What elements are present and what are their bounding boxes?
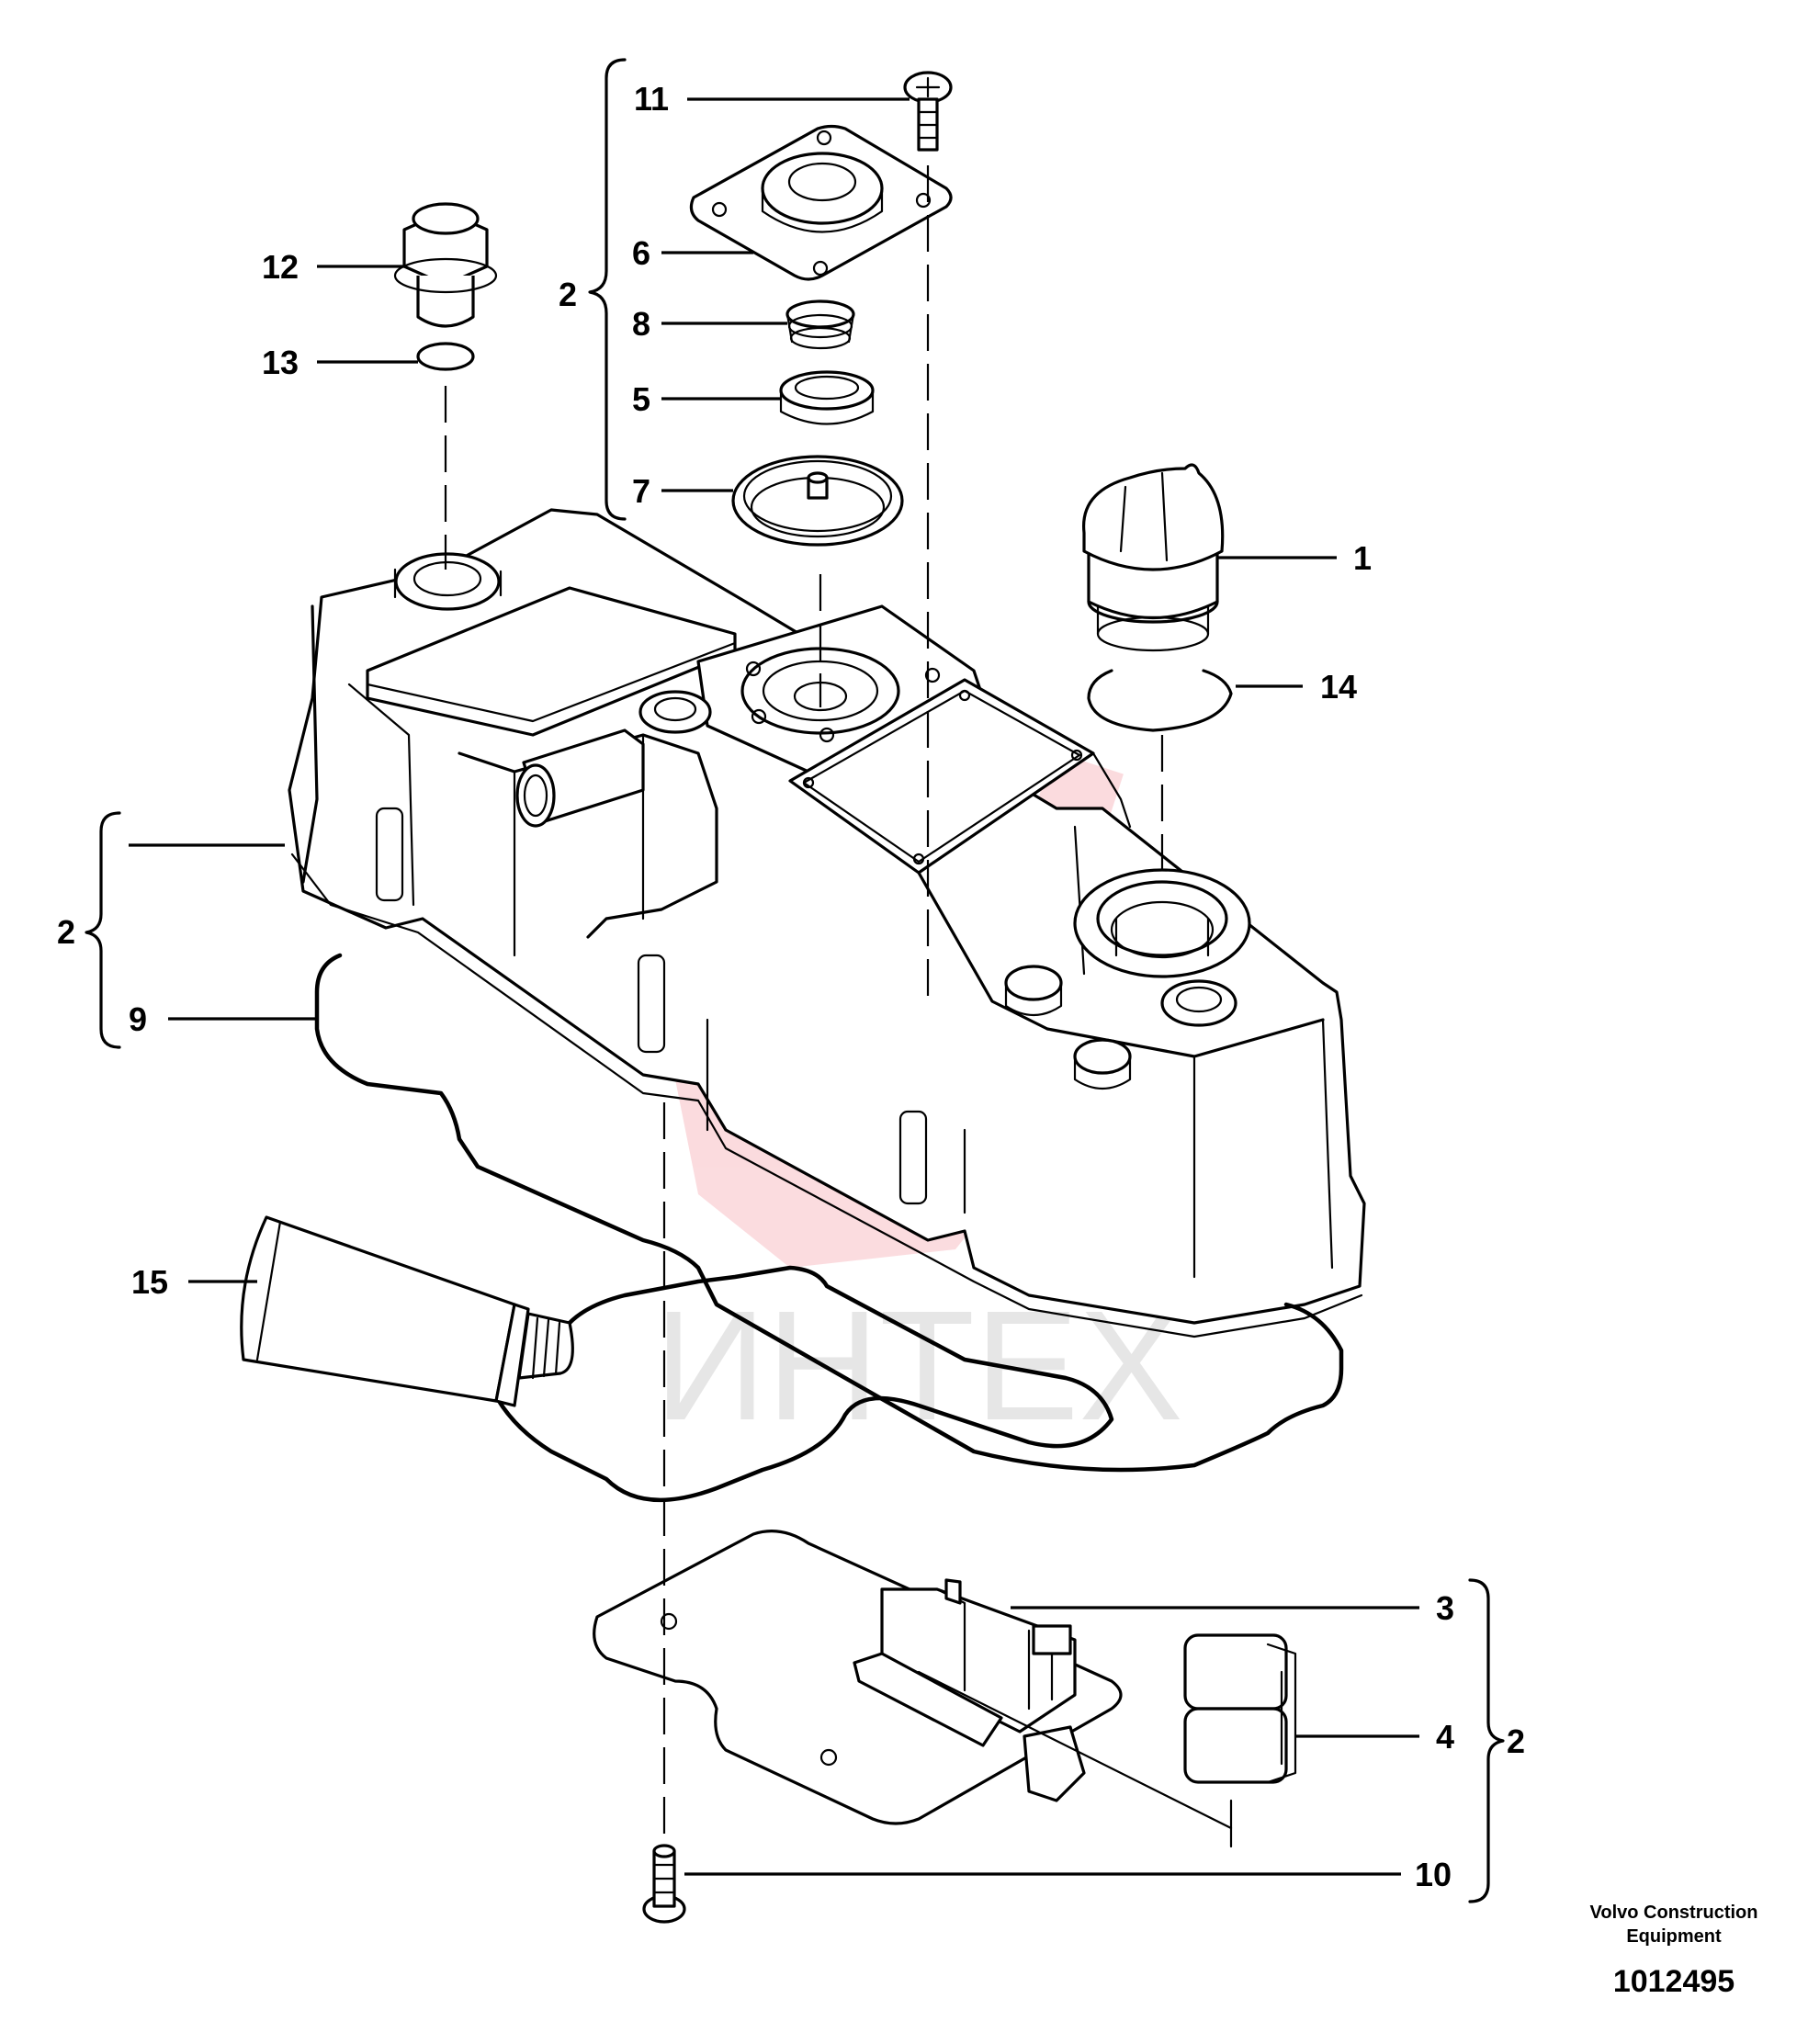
callout-12: 12 bbox=[262, 248, 404, 286]
side-ribs bbox=[375, 807, 966, 1214]
spring-8 bbox=[785, 299, 855, 350]
callout-label: 14 bbox=[1320, 668, 1357, 706]
company-name-line1: Volvo Construction bbox=[1590, 1903, 1758, 1923]
callout-13: 13 bbox=[262, 344, 418, 381]
callout-label: 10 bbox=[1415, 1856, 1452, 1893]
callout-label: 11 bbox=[634, 80, 669, 118]
callout-label: 12 bbox=[262, 248, 299, 286]
callout-label: 6 bbox=[632, 234, 650, 272]
brace-group-left: 2 bbox=[57, 811, 121, 1049]
spring-seat-5 bbox=[779, 370, 875, 425]
callout-1: 1 bbox=[1217, 539, 1372, 577]
diaphragm-7 bbox=[731, 455, 904, 547]
callout-10: 10 bbox=[684, 1856, 1452, 1893]
callout-7: 7 bbox=[632, 472, 733, 510]
o-ring-14 bbox=[1087, 669, 1233, 732]
screw-10 bbox=[642, 1844, 686, 1924]
screw-11 bbox=[903, 71, 953, 152]
brace-label: 2 bbox=[57, 913, 75, 951]
callout-label: 9 bbox=[129, 1000, 147, 1038]
callout-label: 4 bbox=[1436, 1718, 1454, 1756]
callout-label: 1 bbox=[1353, 539, 1372, 577]
gasket-9 bbox=[314, 953, 1344, 1473]
brace-label: 2 bbox=[559, 276, 577, 313]
breather-cover-6 bbox=[689, 124, 953, 281]
sealant-tube-15 bbox=[240, 1215, 574, 1407]
callout-3: 3 bbox=[1011, 1589, 1454, 1627]
callout-14: 14 bbox=[1236, 668, 1357, 706]
o-ring-13 bbox=[416, 342, 475, 371]
valve-cover bbox=[288, 508, 1366, 1338]
callout-6: 6 bbox=[632, 234, 753, 272]
callout-9: 9 bbox=[129, 1000, 317, 1038]
clip-4 bbox=[1183, 1633, 1297, 1784]
brace-group-right: 2 bbox=[1468, 1578, 1525, 1903]
callout-label: 15 bbox=[131, 1263, 168, 1301]
oil-filler-cap-1 bbox=[1082, 463, 1225, 652]
company-name-line2: Equipment bbox=[1626, 1926, 1722, 1947]
plug-12 bbox=[393, 202, 498, 328]
assembly-centerlines bbox=[444, 165, 1164, 1837]
callout-8: 8 bbox=[632, 305, 787, 343]
brace-group-top: 2 bbox=[559, 58, 627, 521]
callout-4: 4 bbox=[1295, 1718, 1454, 1756]
callout-11: 11 bbox=[634, 80, 910, 118]
callout-label: 13 bbox=[262, 344, 299, 381]
callout-label: 5 bbox=[632, 380, 650, 418]
callout-5: 5 bbox=[632, 380, 781, 418]
callout-label: 8 bbox=[632, 305, 650, 343]
callout-15: 15 bbox=[131, 1263, 257, 1301]
document-number: 1012495 bbox=[1613, 1964, 1735, 1999]
brace-label: 2 bbox=[1507, 1722, 1525, 1760]
callout-label: 3 bbox=[1436, 1589, 1454, 1627]
watermark-text: ИНТЕХ bbox=[654, 1279, 1183, 1453]
bottom-plate-assembly bbox=[593, 1530, 1233, 1848]
callout-label: 7 bbox=[632, 472, 650, 510]
